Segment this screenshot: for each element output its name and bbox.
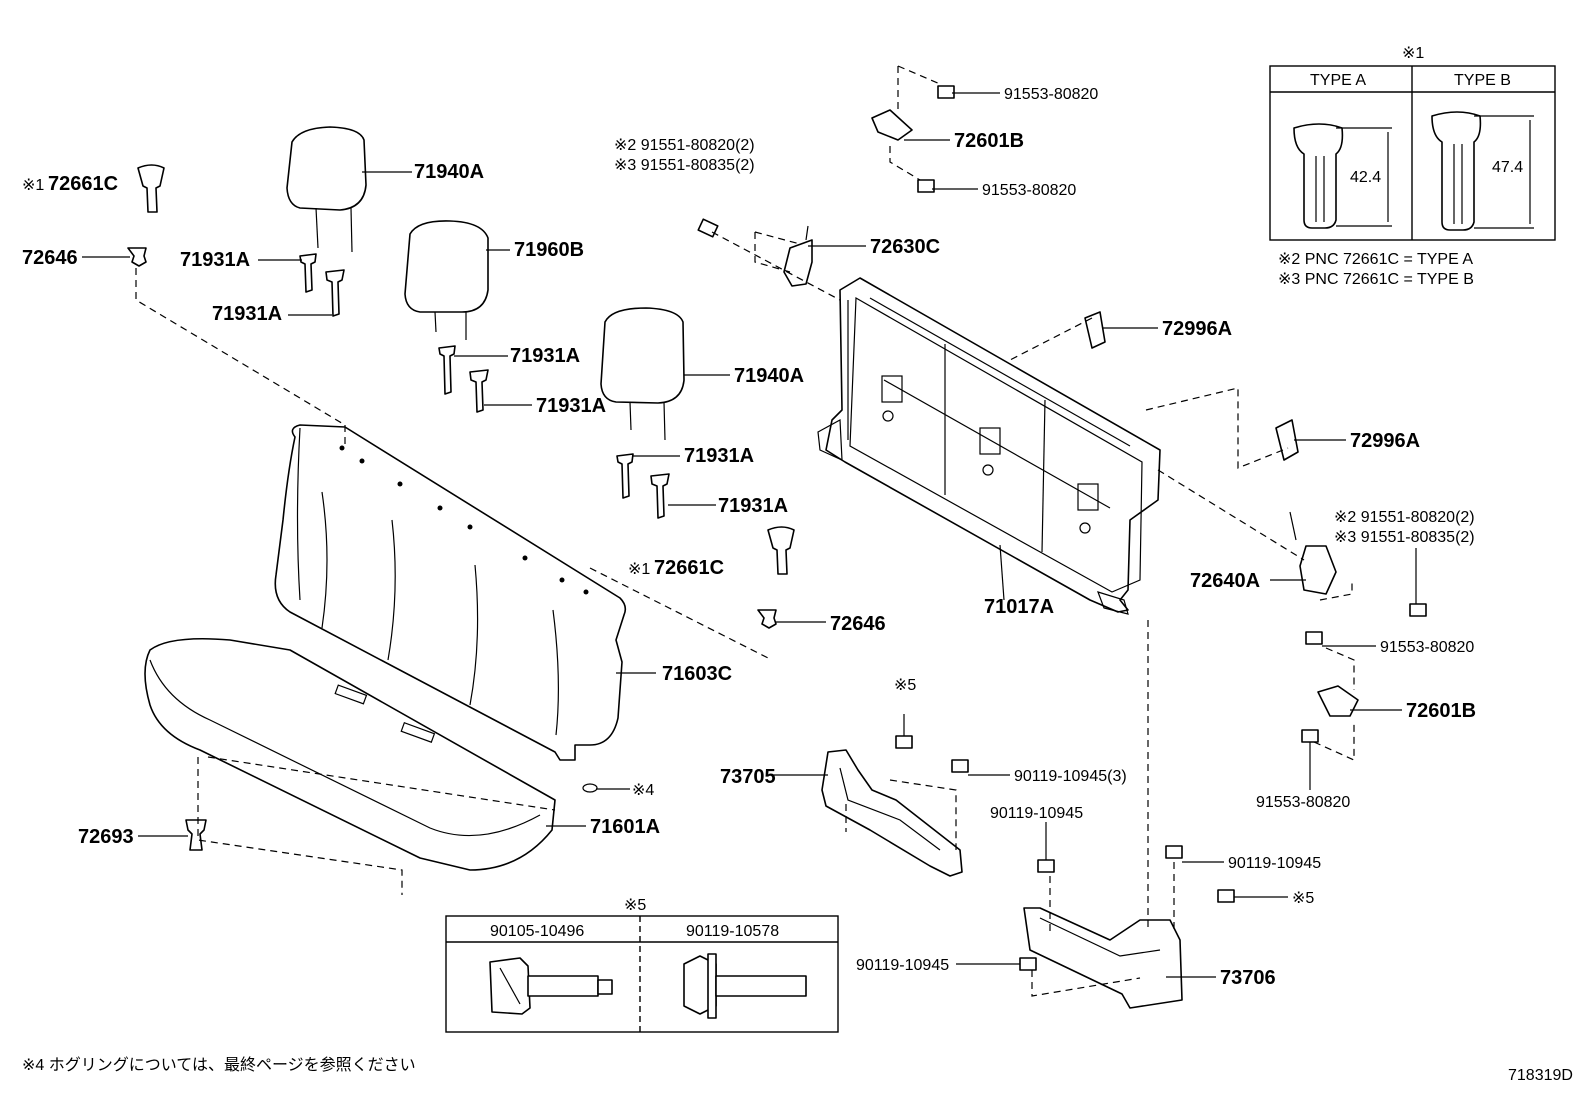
label-72640A: 72640A (1190, 570, 1260, 592)
bolt-table-mark: ※5 (624, 897, 646, 914)
type-note-2: ※2 PNC 72661C = TYPE A (1278, 251, 1473, 268)
seat-cushion (144, 638, 556, 871)
dashed-guides (135, 65, 1355, 997)
label-91553-80820-t1: 91553-80820 (1004, 86, 1098, 103)
label-72601B-right: 72601B (1406, 700, 1476, 722)
label-hr-c-mid-mark: ※1 (628, 561, 650, 578)
label-71931A-5: 71931A (684, 445, 754, 467)
label-72646-mid: 72646 (830, 613, 886, 635)
headrest-right (600, 307, 685, 441)
seatback-frame (817, 277, 1161, 615)
label-hog-mark: ※4 (632, 782, 654, 799)
type-table: ※1 TYPE A TYPE B 42.4 47.4 ※2 PNC 72661C… (1269, 45, 1556, 288)
label-90119-10945-b3: 90119-10945 (1228, 855, 1321, 872)
label-hr-c-left-mark: ※1 (22, 177, 44, 194)
label-73706: 73706 (1220, 967, 1276, 989)
label-72693: 72693 (78, 826, 134, 848)
type-table-mark: ※1 (1402, 45, 1424, 62)
footer-note: ※4 ホグリングについては、最終ページを参照ください (22, 1056, 416, 1074)
brackets (821, 749, 1183, 1009)
label-71931A-3: 71931A (510, 345, 580, 367)
label-72661C-left: 72661C (48, 173, 118, 195)
label-71931A-1: 71931A (180, 249, 250, 271)
label-71931A-4: 71931A (536, 395, 606, 417)
headrest-center (404, 220, 489, 340)
type-b-header: TYPE B (1454, 72, 1511, 89)
label-71601A: 71601A (590, 816, 660, 838)
label-72630C: 72630C (870, 236, 940, 258)
label-90119-10945-b4: 90119-10945 (856, 957, 949, 974)
drawing-code: 718319D (1508, 1067, 1573, 1084)
label-bolt-note-right-1: ※2 91551-80820(2) (1334, 509, 1475, 526)
bolt-table: ※5 90105-10496 90119-10578 (445, 897, 839, 1033)
label-91553-80820-t2: 91553-80820 (982, 182, 1076, 199)
label-72996A-2: 72996A (1350, 430, 1420, 452)
label-91553-80820-r2: 91553-80820 (1256, 794, 1350, 811)
type-a-header: TYPE A (1310, 72, 1366, 89)
headrest-guides (299, 253, 670, 519)
type-note-3: ※3 PNC 72661C = TYPE B (1278, 271, 1474, 288)
type-a-dim: 42.4 (1350, 169, 1381, 186)
label-bolt-note-right-2: ※3 91551-80835(2) (1334, 529, 1475, 546)
type-b-dim: 47.4 (1492, 159, 1523, 176)
label-72996A-1: 72996A (1162, 318, 1232, 340)
label-90119-10945-3: 90119-10945(3) (1014, 768, 1127, 785)
label-72601B-top: 72601B (954, 130, 1024, 152)
part-labels: ※1 72661C 72646 71940A 71931A 71931A 719… (22, 86, 1476, 989)
label-73705: 73705 (720, 766, 776, 788)
label-bolt-note-top-1: ※2 91551-80820(2) (614, 137, 755, 154)
bolt-col-1: 90105-10496 (490, 923, 584, 940)
leader-lines (82, 92, 1417, 978)
label-71603C: 71603C (662, 663, 732, 685)
label-71017A: 71017A (984, 596, 1054, 618)
label-bolt-note-top-2: ※3 91551-80835(2) (614, 157, 755, 174)
label-mark5-b: ※5 (1292, 890, 1314, 907)
label-71940A-mid: 71940A (734, 365, 804, 387)
label-71940A-top: 71940A (414, 161, 484, 183)
headrest-left (286, 126, 367, 253)
label-72646-left: 72646 (22, 247, 78, 269)
label-91553-80820-r1: 91553-80820 (1380, 639, 1474, 656)
label-71931A-2: 71931A (212, 303, 282, 325)
label-mark5-a: ※5 (894, 677, 916, 694)
label-90119-10945-b2: 90119-10945 (990, 805, 1083, 822)
headrest-supports (127, 164, 795, 851)
label-72661C-mid: 72661C (654, 557, 724, 579)
bolt-col-2: 90119-10578 (686, 923, 779, 940)
label-71960B: 71960B (514, 239, 584, 261)
seatback-cover (274, 424, 627, 761)
label-71931A-6: 71931A (718, 495, 788, 517)
